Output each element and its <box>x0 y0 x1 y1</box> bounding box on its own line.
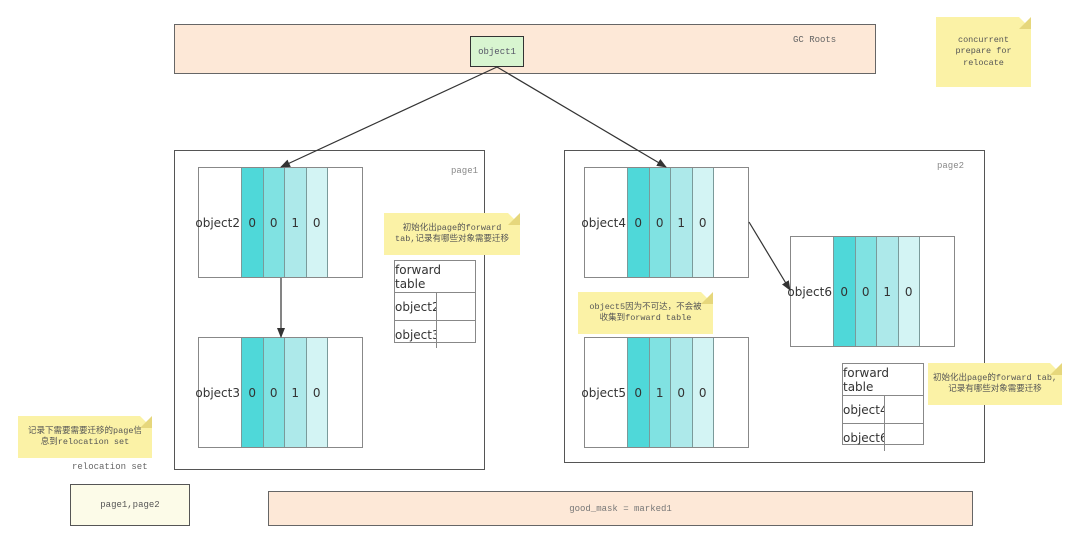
forward-table-row: object4 <box>843 396 923 424</box>
note-page2-forward: 初始化出page的forward tab,记录有哪些对象需要迁移 <box>928 363 1062 405</box>
note-object5-unreachable: object5因为不可达，不会被收集到forward table <box>578 292 713 334</box>
mark-bit: 0 <box>241 168 263 277</box>
object-body <box>327 338 362 447</box>
forward-table-key: object4 <box>843 396 885 423</box>
object-name: object4 <box>581 215 626 230</box>
object-body <box>919 237 954 346</box>
mark-bit: 0 <box>691 168 713 277</box>
mark-bit: 0 <box>627 338 649 447</box>
note-concurrent-prepare: concurrent prepare for relocate <box>936 17 1031 87</box>
forward-table-key: object3 <box>395 321 437 348</box>
mark-bit: 0 <box>833 237 855 346</box>
mark-bit: 0 <box>262 168 284 277</box>
mark-bit: 0 <box>648 168 670 277</box>
object-name: object2 <box>195 215 240 230</box>
note-text: 记录下需要需要迁移的page信息到relocation set <box>28 425 142 447</box>
object-name: object5 <box>581 385 626 400</box>
forward-table-key: object2 <box>395 293 437 320</box>
mark-bit: 0 <box>854 237 876 346</box>
forward-table-row: object6 <box>843 424 923 451</box>
object-body <box>713 338 748 447</box>
note-fold <box>701 292 713 304</box>
note-text: object5因为不可达，不会被收集到forward table <box>589 301 702 323</box>
note-text: concurrent prepare for relocate <box>955 34 1012 68</box>
mark-bit: 1 <box>284 168 306 277</box>
mark-bit: 0 <box>670 338 692 447</box>
object-body <box>713 168 748 277</box>
object6-box: object6 0 0 1 0 <box>787 236 955 347</box>
forward-table-value <box>437 293 475 320</box>
relocation-set-label: relocation set <box>72 462 148 472</box>
note-page1-forward: 初始化出page的forward tab,记录有哪些对象需要迁移 <box>384 213 520 255</box>
mark-bit: 1 <box>284 338 306 447</box>
forward-table-value <box>885 396 923 423</box>
note-text: 初始化出page的forward tab,记录有哪些对象需要迁移 <box>932 372 1058 394</box>
mark-bit: 0 <box>262 338 284 447</box>
relocation-set-box: page1,page2 <box>70 484 190 526</box>
mark-bit: 1 <box>876 237 898 346</box>
note-fold <box>1019 17 1031 29</box>
note-relocation-info: 记录下需要需要迁移的page信息到relocation set <box>18 416 152 458</box>
mark-bit: 0 <box>241 338 263 447</box>
mark-bit: 1 <box>648 338 670 447</box>
forward-table-row: object2 <box>395 293 475 321</box>
mark-bit: 0 <box>305 338 327 447</box>
mark-bit: 0 <box>897 237 919 346</box>
forward-table-header: forward table <box>843 364 923 396</box>
object4-box: object4 0 0 1 0 <box>581 167 749 278</box>
note-fold <box>140 416 152 428</box>
note-fold <box>508 213 520 225</box>
object5-box: object5 0 1 0 0 <box>581 337 749 448</box>
page1-label: page1 <box>451 166 479 176</box>
forward-table-value <box>437 321 475 348</box>
forward-table-row: object3 <box>395 321 475 348</box>
object2-box: object2 0 0 1 0 <box>195 167 363 278</box>
mark-bit: 0 <box>305 168 327 277</box>
mark-bit: 0 <box>691 338 713 447</box>
mark-bit: 0 <box>627 168 649 277</box>
root-object1: object1 <box>470 36 524 67</box>
page2-forward-table: forward table object4 object6 <box>842 363 924 451</box>
object-body <box>327 168 362 277</box>
gc-roots-band: GC Roots <box>174 24 876 74</box>
gc-roots-label: GC Roots <box>793 35 837 45</box>
forward-table-key: object6 <box>843 424 885 451</box>
object-name: object6 <box>787 284 832 299</box>
forward-table-header: forward table <box>395 261 475 293</box>
mark-bit: 1 <box>670 168 692 277</box>
note-fold <box>1050 363 1062 375</box>
note-text: 初始化出page的forward tab,记录有哪些对象需要迁移 <box>395 222 509 244</box>
good-mask-band: good_mask = marked1 <box>268 491 973 526</box>
forward-table-value <box>885 424 923 451</box>
object-name: object3 <box>195 385 240 400</box>
page1-forward-table: forward table object2 object3 <box>394 260 476 348</box>
page2-label: page2 <box>937 161 965 171</box>
object3-box: object3 0 0 1 0 <box>195 337 363 448</box>
